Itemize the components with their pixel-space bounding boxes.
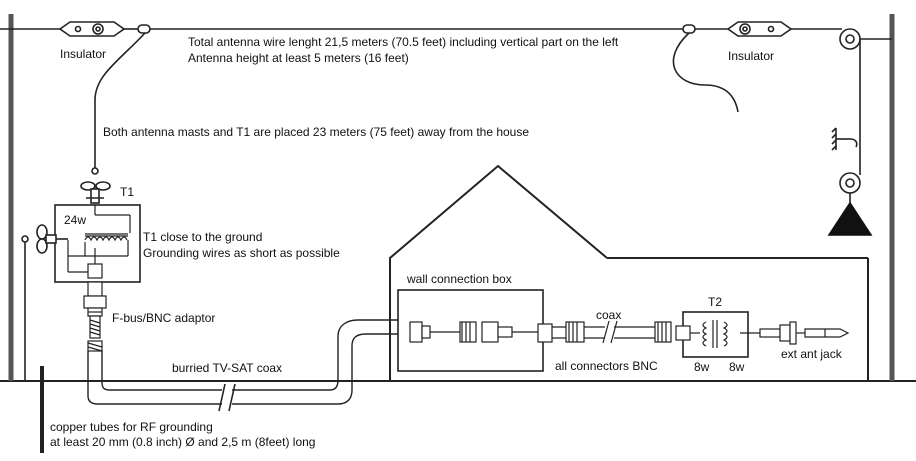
wall-box-connectors-icon xyxy=(409,321,553,343)
insulator-left-icon xyxy=(58,21,126,37)
t1-label: T1 xyxy=(120,185,134,199)
insulator-left-label: Insulator xyxy=(60,47,106,61)
t1-note-wires: Grounding wires as short as possible xyxy=(143,246,340,260)
right-wire-tail xyxy=(672,32,739,113)
t2-winding-primary: 8w xyxy=(694,360,710,374)
t2-transformer-icon xyxy=(675,320,760,348)
antenna-height-label: Antenna height at least 5 meters (16 fee… xyxy=(188,51,409,65)
grounding-label-2: at least 20 mm (0.8 inch) Ø and 2,5 m (8… xyxy=(50,435,315,449)
coax-break-icon xyxy=(218,383,236,412)
downlead-terminal-icon xyxy=(91,167,99,175)
ext-jack-label: ext ant jack xyxy=(781,347,843,361)
buried-coax-inner xyxy=(101,319,410,391)
insulator-right-label: Insulator xyxy=(728,49,774,63)
ground-terminal-icon xyxy=(21,235,29,243)
masts-distance-label: Both antenna masts and T1 are placed 23 … xyxy=(103,125,529,139)
t1-transformer-icon xyxy=(67,205,131,279)
antenna-wire xyxy=(0,28,892,40)
buried-coax-label: burried TV-SAT coax xyxy=(172,361,282,375)
rope-hook-icon xyxy=(831,127,858,151)
weight-pulley-icon xyxy=(839,172,861,203)
t1-winding-label: 24w xyxy=(64,213,86,227)
counterweight-icon xyxy=(827,201,873,236)
pulley-icon xyxy=(839,28,861,50)
all-bnc-label: all connectors BNC xyxy=(555,359,658,373)
fbus-adaptor-icon xyxy=(83,281,107,352)
ext-jack-plug-icon xyxy=(759,321,850,345)
coax-label: coax xyxy=(596,308,621,322)
t2-label: T2 xyxy=(708,295,722,309)
vertical-downlead xyxy=(94,32,146,168)
wall-box-label: wall connection box xyxy=(406,272,512,286)
t2-box xyxy=(682,311,749,358)
wire-clamp-right-icon xyxy=(682,24,696,34)
grounding-label-1: copper tubes for RF grounding xyxy=(50,420,213,434)
wire-clamp-left-icon xyxy=(137,24,151,34)
buried-coax xyxy=(87,333,410,405)
t2-winding-secondary: 8w xyxy=(729,360,745,374)
fbus-label: F-bus/BNC adaptor xyxy=(112,311,215,325)
t1-note-ground: T1 close to the ground xyxy=(143,230,262,244)
t1-wingnut-left-icon xyxy=(36,224,68,254)
t1-wingnut-top-icon xyxy=(80,181,111,204)
house-outline xyxy=(389,164,869,381)
wire-length-label: Total antenna wire lenght 21,5 meters (7… xyxy=(188,35,619,49)
insulator-right-icon xyxy=(726,21,793,37)
coax-to-t2 xyxy=(552,320,672,344)
